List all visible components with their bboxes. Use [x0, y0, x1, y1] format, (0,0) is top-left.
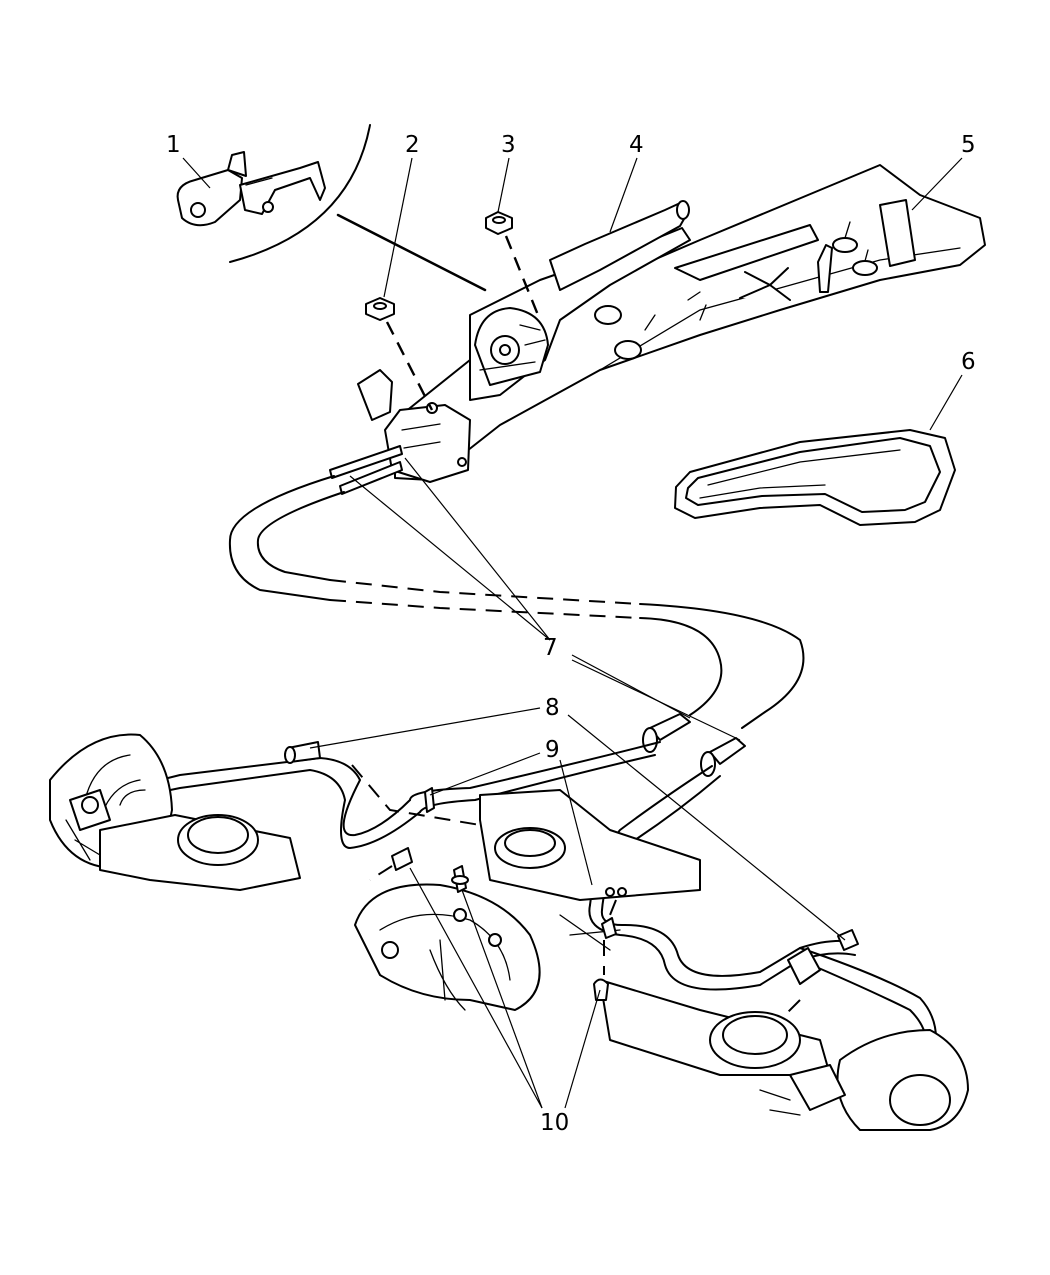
part-7-front-cable	[228, 475, 805, 777]
rear-axle-assembly	[49, 733, 969, 1131]
callout-6: 6	[961, 349, 976, 375]
part-1-bracket	[176, 151, 326, 227]
callout-5: 5	[961, 132, 976, 158]
callouts: 1 2 3 4 5 6 7 8 9 10	[166, 132, 976, 1136]
part-8-right-fitting	[759, 929, 859, 1041]
parking-brake-lever-assembly	[329, 164, 986, 495]
part-8-left-fitting	[284, 741, 321, 764]
leader-lines	[182, 157, 963, 1109]
part-6-boot	[674, 429, 956, 526]
callout-7: 7	[543, 635, 558, 661]
callout-10: 10	[540, 1110, 569, 1136]
callout-9: 9	[545, 737, 560, 763]
detail-inset	[176, 124, 487, 292]
part-2-nut	[365, 297, 434, 411]
callout-4: 4	[629, 132, 644, 158]
part-10-fasteners	[369, 847, 627, 1001]
rear-cables	[119, 741, 937, 1051]
callout-3: 3	[501, 132, 516, 158]
callout-8: 8	[545, 695, 560, 721]
callout-1: 1	[166, 132, 181, 158]
callout-2: 2	[405, 132, 420, 158]
